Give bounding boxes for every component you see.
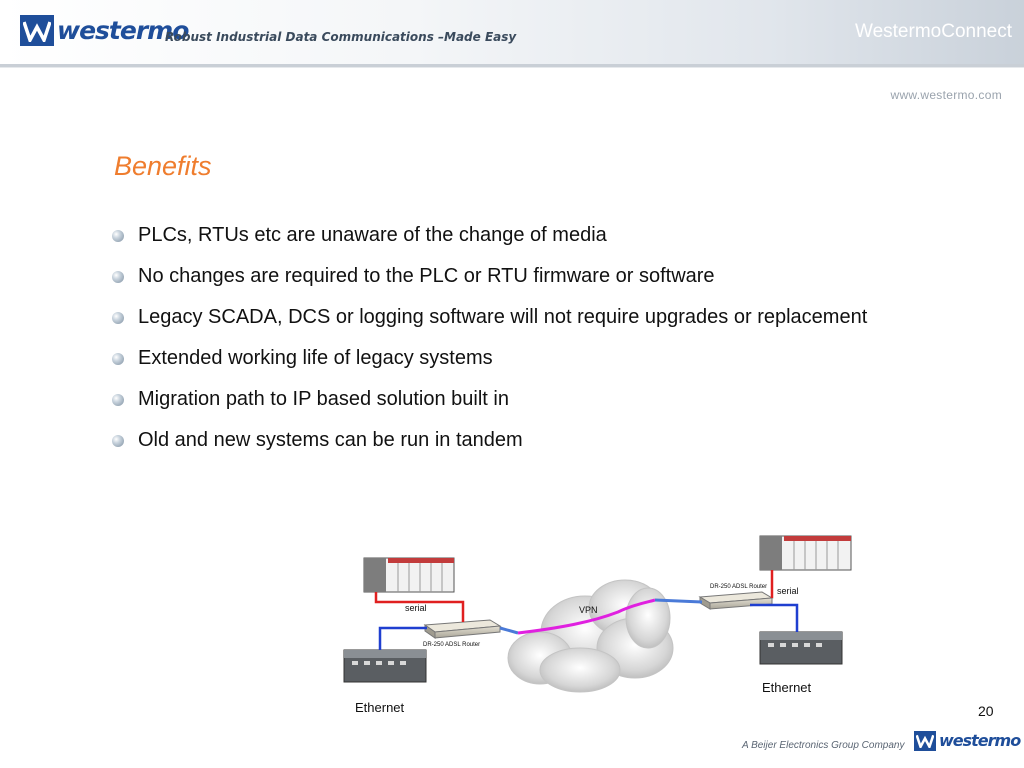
right-router-icon	[698, 591, 774, 610]
left-ethernet-controller-icon	[343, 649, 427, 683]
left-router-icon	[423, 619, 502, 639]
right-ethernet-label: Ethernet	[762, 680, 812, 695]
logo-w-mark-icon	[20, 15, 54, 46]
header-rule-light	[0, 67, 1024, 68]
page-number: 20	[978, 703, 994, 719]
left-serial-label: serial	[405, 603, 427, 613]
left-serial-cable	[374, 592, 465, 622]
westermo-logo: westermo	[20, 15, 189, 46]
header-rule	[0, 64, 1024, 67]
website-url: www.westermo.com	[890, 88, 1002, 102]
footer-logo-wordmark: westermo	[939, 731, 1021, 750]
bullet-text: Migration path to IP based solution buil…	[138, 388, 509, 410]
bullet-item: Legacy SCADA, DCS or logging software wi…	[112, 297, 867, 338]
bullet-sphere-icon	[112, 311, 124, 324]
bullet-text: Legacy SCADA, DCS or logging software wi…	[138, 306, 868, 328]
bullet-sphere-icon	[112, 352, 124, 365]
right-router-label: DR-250 ADSL Router	[710, 584, 768, 590]
product-name: WestermoConnect	[855, 21, 1012, 42]
bullet-item: PLCs, RTUs etc are unaware of the change…	[112, 215, 867, 256]
logo-wordmark: westermo	[57, 16, 189, 45]
right-ethernet-controller-icon	[759, 631, 843, 665]
right-serial-label: serial	[777, 586, 799, 596]
slide-title: Benefits	[114, 151, 212, 181]
left-wan-link	[499, 626, 519, 635]
bullet-sphere-icon	[112, 270, 124, 283]
footer-logo-w-mark-icon	[914, 731, 936, 751]
network-diagram: serial DR-250 ADSL Router Ethernet VPN D…	[330, 530, 860, 720]
vpn-label: VPN	[579, 605, 598, 615]
bullet-item: Migration path to IP based solution buil…	[112, 379, 867, 420]
bullet-text: Extended working life of legacy systems	[138, 347, 493, 369]
bullet-sphere-icon	[112, 393, 124, 406]
benefits-list: PLCs, RTUs etc are unaware of the change…	[112, 215, 867, 461]
right-plc-rack-icon	[759, 535, 852, 571]
left-ethernet-cable	[378, 626, 427, 650]
vpn-tunnel	[517, 598, 656, 635]
bullet-item: Extended working life of legacy systems	[112, 338, 867, 379]
bullet-text: PLCs, RTUs etc are unaware of the change…	[138, 224, 607, 246]
bullet-item: No changes are required to the PLC or RT…	[112, 256, 867, 297]
footer-westermo-logo: westermo	[914, 731, 1021, 751]
header-tagline: Robust Industrial Data Communications –M…	[165, 30, 517, 44]
right-wan-link	[654, 598, 703, 604]
left-router-label: DR-250 ADSL Router	[423, 642, 481, 648]
bullet-sphere-icon	[112, 229, 124, 242]
header-bar	[0, 0, 1024, 64]
bullet-item: Old and new systems can be run in tandem	[112, 420, 867, 461]
right-ethernet-cable	[750, 603, 799, 632]
bullet-text: No changes are required to the PLC or RT…	[138, 265, 715, 287]
bullet-text: Old and new systems can be run in tandem	[138, 429, 523, 451]
footer-group-text: A Beijer Electronics Group Company	[742, 740, 905, 751]
bullet-sphere-icon	[112, 434, 124, 447]
internet-cloud-icon	[507, 579, 674, 693]
left-plc-rack-icon	[363, 557, 455, 593]
left-ethernet-label: Ethernet	[355, 700, 405, 715]
